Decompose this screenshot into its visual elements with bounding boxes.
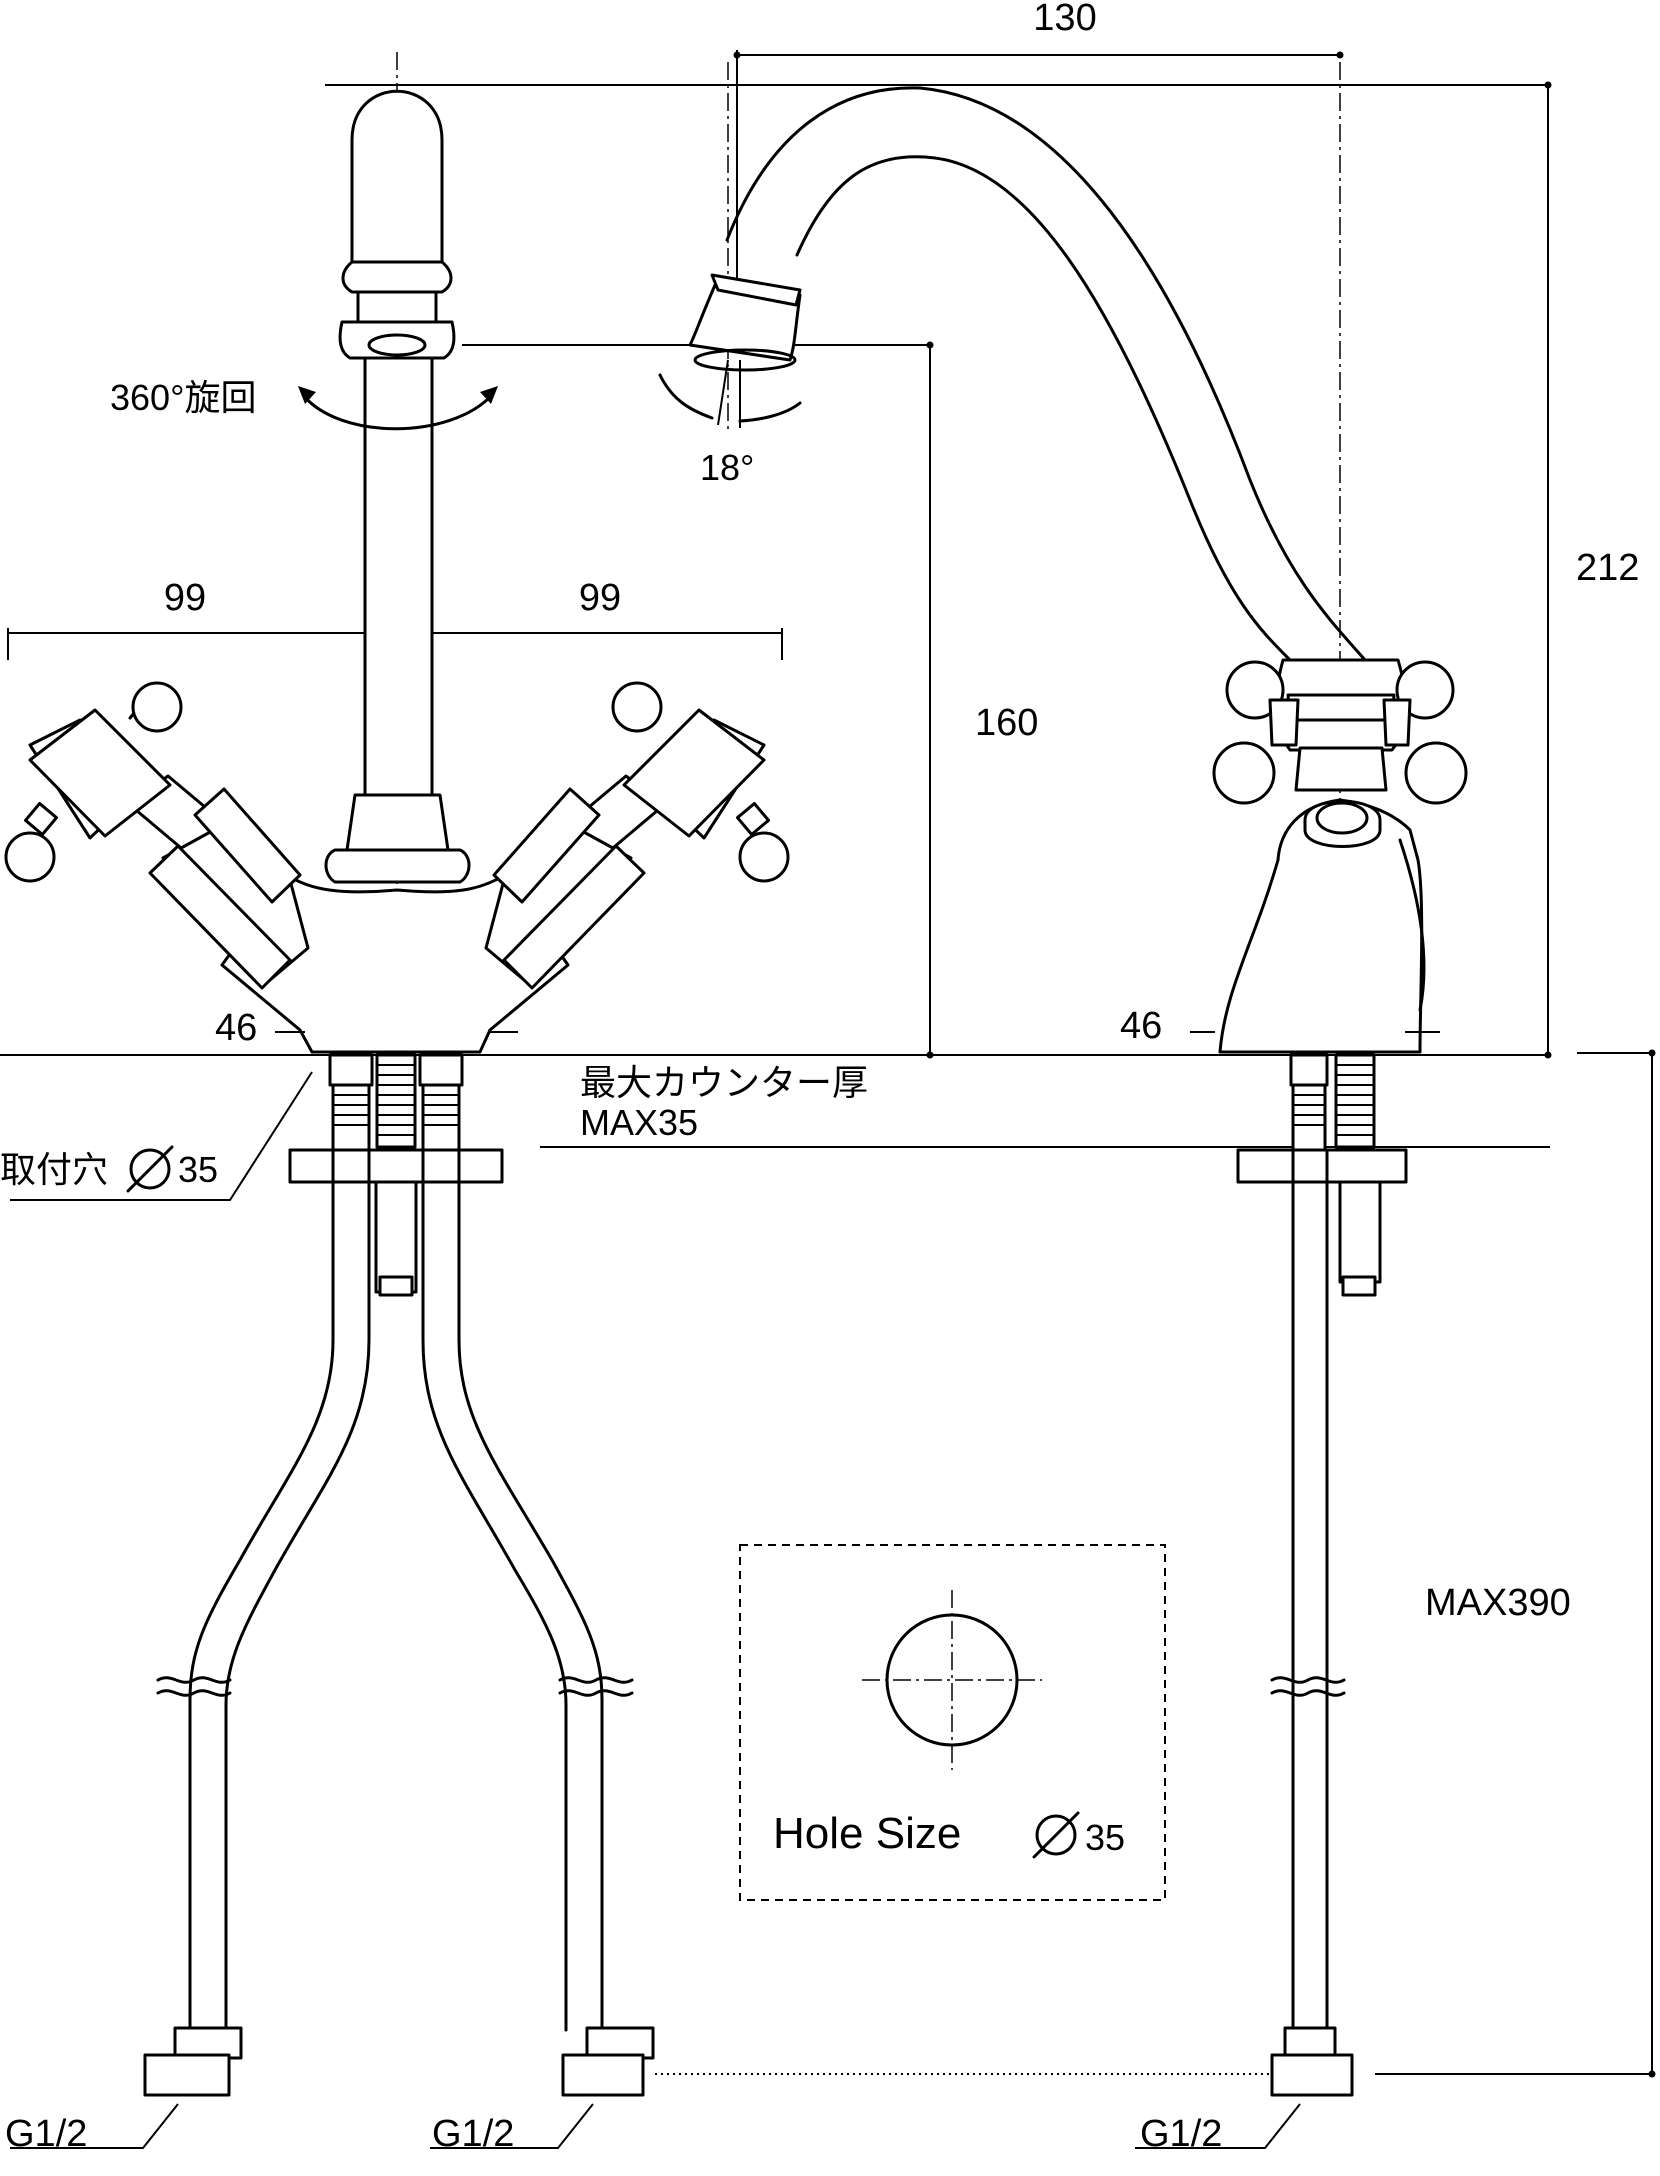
base-width-front: 46 (215, 1007, 257, 1049)
diameter-symbol (1032, 1811, 1080, 1859)
hole-size-value: 35 (1085, 1817, 1125, 1858)
mounting-hole-label: 取付穴 (0, 1149, 108, 1190)
spout-reach-dimension: 130 (1033, 0, 1096, 39)
rotation-label: 360°旋回 (110, 377, 256, 418)
leader-lines (10, 1071, 1301, 2149)
hole-size-inset (739, 1544, 1166, 1901)
mounting-hole-size: 35 (178, 1149, 218, 1190)
base-width-side: 46 (1120, 1005, 1162, 1047)
spout-tilt-label: 18° (700, 447, 754, 488)
front-view-faucet (4, 89, 790, 2097)
thread-label-right: G1/2 (1140, 2113, 1222, 2155)
thread-label-left: G1/2 (5, 2113, 87, 2155)
rotation-arrow (298, 386, 498, 431)
break-mark (156, 1676, 634, 1697)
side-view-faucet (658, 86, 1468, 2097)
total-height-dimension: 212 (1576, 547, 1639, 589)
handle-span-left: 99 (164, 577, 206, 619)
counter-max-label: MAX35 (580, 1102, 698, 1143)
break-mark-side (1270, 1676, 1346, 1697)
thread-hatching-side (1293, 1064, 1374, 1136)
hose-length-dimension: MAX390 (1425, 1582, 1571, 1624)
hole-size-title: Hole Size (773, 1809, 961, 1858)
diameter-symbol (126, 1145, 174, 1193)
counter-thickness-label: 最大カウンター厚 (580, 1062, 868, 1103)
thread-hatching (333, 1064, 459, 1136)
thread-label-middle: G1/2 (432, 2113, 514, 2155)
spout-height-dimension: 160 (975, 702, 1038, 744)
handle-span-right: 99 (579, 577, 621, 619)
